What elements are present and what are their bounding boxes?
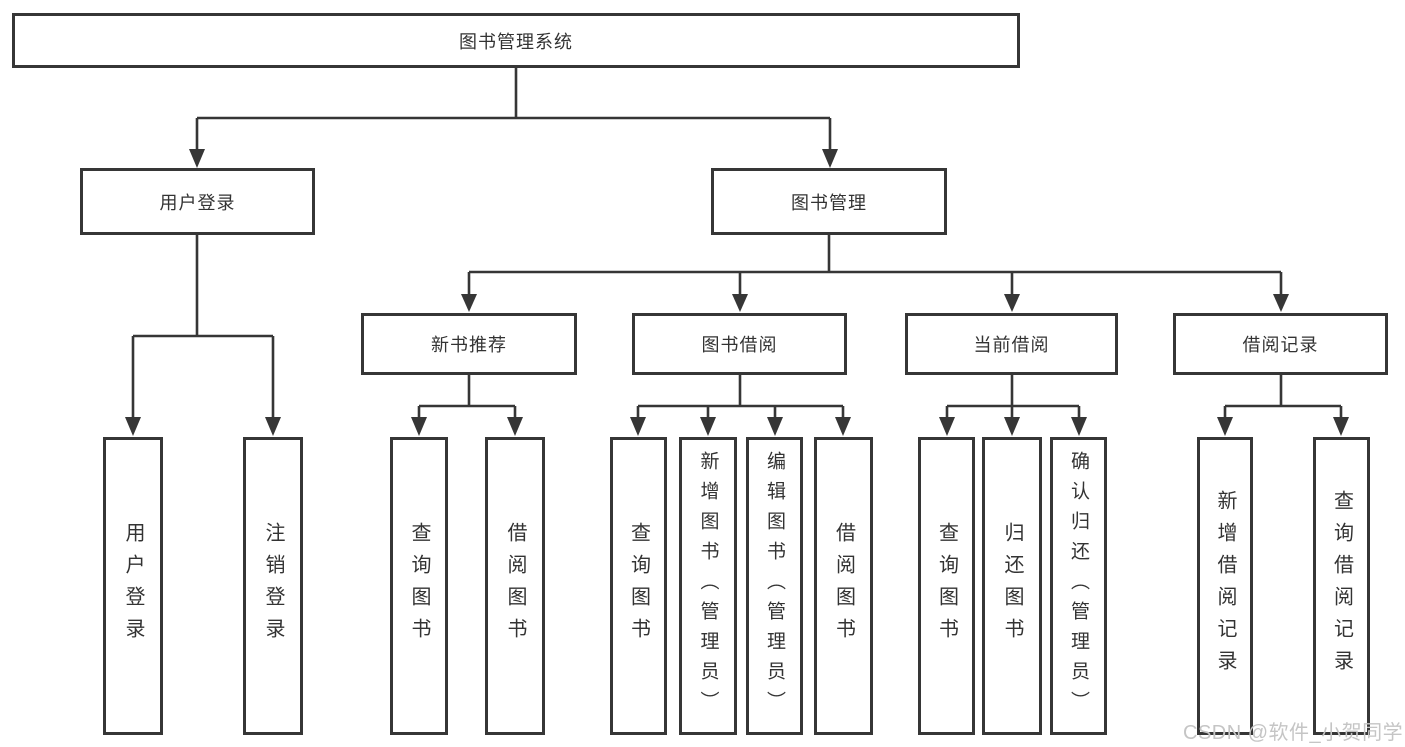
leaf-confirm-return-admin: 确认归还（管理员） xyxy=(1050,437,1107,735)
leaf-return-books: 归还图书 xyxy=(982,437,1042,735)
leaf-query-books-3: 查询图书 xyxy=(918,437,975,735)
node-new-book-recommend: 新书推荐 xyxy=(361,313,577,375)
leaf-query-books-2: 查询图书 xyxy=(610,437,667,735)
node-book-management: 图书管理 xyxy=(711,168,947,235)
node-book-borrow: 图书借阅 xyxy=(632,313,847,375)
node-borrow-record: 借阅记录 xyxy=(1173,313,1388,375)
leaf-query-books-1: 查询图书 xyxy=(390,437,448,735)
leaf-user-login: 用户登录 xyxy=(103,437,163,735)
leaf-add-borrow-record: 新增借阅记录 xyxy=(1197,437,1253,735)
node-current-borrow: 当前借阅 xyxy=(905,313,1118,375)
leaf-add-books-admin: 新增图书（管理员） xyxy=(679,437,737,735)
leaf-query-borrow-record: 查询借阅记录 xyxy=(1313,437,1370,735)
leaf-borrow-books-2: 借阅图书 xyxy=(814,437,873,735)
node-user-login: 用户登录 xyxy=(80,168,315,235)
node-root: 图书管理系统 xyxy=(12,13,1020,68)
leaf-edit-books-admin: 编辑图书（管理员） xyxy=(746,437,803,735)
csdn-watermark: CSDN @软件_小贺同学 xyxy=(1183,722,1404,744)
leaf-logout: 注销登录 xyxy=(243,437,303,735)
leaf-borrow-books-1: 借阅图书 xyxy=(485,437,545,735)
